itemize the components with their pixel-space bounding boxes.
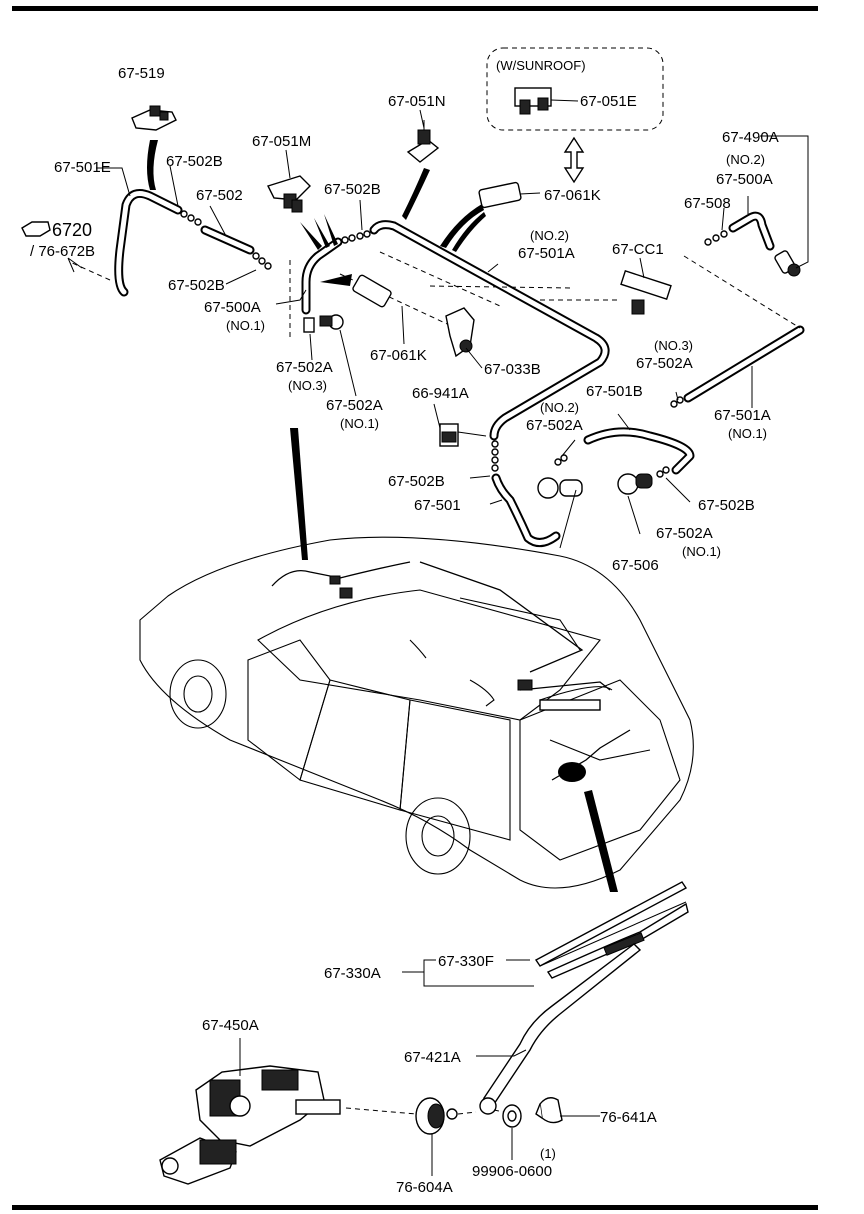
sunroof-box	[486, 47, 664, 131]
wiper-blade-67-330F	[534, 881, 689, 979]
label-67-051N: 67-051N	[388, 93, 446, 110]
label-67-501E: 67-501E	[54, 159, 111, 176]
label-67-330A: 67-330A	[324, 965, 381, 982]
pointer-to-roof	[290, 428, 308, 560]
car-rear-wiper	[551, 729, 631, 782]
label-67-502: 67-502	[196, 187, 243, 204]
label-67-061K-b: 67-061K	[544, 187, 601, 204]
label-no3-b: (NO.3)	[654, 338, 693, 353]
car-outline	[139, 536, 694, 889]
label-67-502A-no1: 67-502A	[326, 397, 383, 414]
label-76-641A: 76-641A	[600, 1109, 657, 1126]
valve-66-941A	[439, 423, 487, 447]
pointer-67-051M	[300, 214, 338, 250]
label-67-502A-r: 67-502A	[636, 355, 693, 372]
label-67-450A: 67-450A	[202, 1017, 259, 1034]
label-67-502B-e: 67-502B	[698, 497, 755, 514]
grommet-76-604A	[415, 1097, 458, 1135]
label-no1-a: (NO.1)	[226, 318, 265, 333]
label-no1-b: (NO.1)	[340, 416, 379, 431]
double-arrow	[563, 136, 585, 184]
pad-67-061K-a	[352, 274, 392, 308]
label-67-033B: 67-033B	[484, 361, 541, 378]
nozzle-67-519	[131, 105, 177, 131]
label-no1-d: (NO.1)	[682, 544, 721, 559]
label-67-051M: 67-051M	[252, 133, 311, 150]
label-67-501: 67-501	[414, 497, 461, 514]
label-67-330F: 67-330F	[438, 953, 494, 970]
hose-67-501B	[583, 427, 695, 475]
label-67-061K-a: 67-061K	[370, 347, 427, 364]
dashed-refs	[69, 251, 801, 340]
joint-67-506-b	[617, 473, 653, 495]
pad-67-061K-b	[478, 181, 522, 209]
leader-lines	[96, 109, 809, 1176]
connector-67-502B-b	[252, 252, 272, 270]
pointer-67-519	[147, 140, 158, 190]
label-no1-c: (NO.1)	[728, 426, 767, 441]
connectors-mid	[554, 396, 684, 478]
label-no2-b: (NO.2)	[726, 152, 765, 167]
label-76-672B: / 76-672B	[30, 243, 95, 260]
pointer-67-051N	[402, 168, 430, 220]
check-valve-67-490A	[774, 250, 801, 277]
label-one: (1)	[540, 1146, 556, 1161]
sunroof-nozzle	[514, 87, 579, 115]
ref-hand-icon	[21, 221, 51, 237]
label-67-421A: 67-421A	[404, 1049, 461, 1066]
label-sunroof: (W/SUNROOF)	[496, 58, 586, 73]
label-67-501A-b: 67-501A	[714, 407, 771, 424]
connector-67-502B-c	[341, 230, 371, 244]
pointer-67-061K-b	[440, 204, 486, 252]
label-67-501A-a: 67-501A	[518, 245, 575, 262]
label-67-502B-a: 67-502B	[166, 153, 223, 170]
label-67-508: 67-508	[684, 195, 731, 212]
label-66-941A: 66-941A	[412, 385, 469, 402]
label-67-502B-d: 67-502B	[388, 473, 445, 490]
nozzle-67-051M	[267, 175, 311, 213]
label-67-051E: 67-051E	[580, 93, 637, 110]
label-no3-a: (NO.3)	[288, 378, 327, 393]
bottom-rule	[12, 1205, 818, 1210]
label-67-501B: 67-501B	[586, 383, 643, 400]
fitting-left-lower	[303, 314, 344, 333]
label-99906-0600: 99906-0600	[472, 1163, 552, 1180]
label-67-502B-c: 67-502B	[324, 181, 381, 198]
connector-67-502B-a	[180, 210, 202, 226]
label-no2-c: (NO.2)	[540, 400, 579, 415]
nut-99906-0600	[502, 1104, 522, 1128]
label-67-502A-no3: 67-502A	[276, 359, 333, 376]
cap-76-641A	[535, 1097, 563, 1124]
label-67-500A: 67-500A	[204, 299, 261, 316]
label-76-604A: 76-604A	[396, 1179, 453, 1196]
strip-67-CC1	[620, 270, 672, 315]
label-67-506: 67-506	[612, 557, 659, 574]
wiper-arm-67-421A	[479, 943, 642, 1115]
nozzle-67-033B	[445, 307, 475, 358]
motor-67-450A	[159, 1065, 341, 1185]
label-67-500A-b: 67-500A	[716, 171, 773, 188]
label-no2-a: (NO.2)	[530, 228, 569, 243]
label-67-CC1: 67-CC1	[612, 241, 664, 258]
joint-67-506-a	[537, 477, 583, 499]
labels: 67-519 67-501E 67-502B 67-502 6720 / 76-…	[30, 58, 779, 1196]
label-67-490A: 67-490A	[722, 129, 779, 146]
label-67-502B-b: 67-502B	[168, 277, 225, 294]
label-67-502A-m: 67-502A	[526, 417, 583, 434]
motor-shaft-dash	[345, 1107, 417, 1115]
connector-67-508	[704, 230, 728, 246]
pointer-to-blade	[584, 790, 618, 892]
label-6720: 6720	[52, 220, 92, 240]
connector-67-502B-d	[491, 440, 499, 472]
car-roof-hoses	[271, 561, 611, 711]
label-67-502A-nr: 67-502A	[656, 525, 713, 542]
nozzle-67-051N	[406, 120, 440, 163]
pointer-67-061K-a	[320, 274, 352, 286]
top-rule	[12, 6, 818, 11]
label-67-519: 67-519	[118, 65, 165, 82]
